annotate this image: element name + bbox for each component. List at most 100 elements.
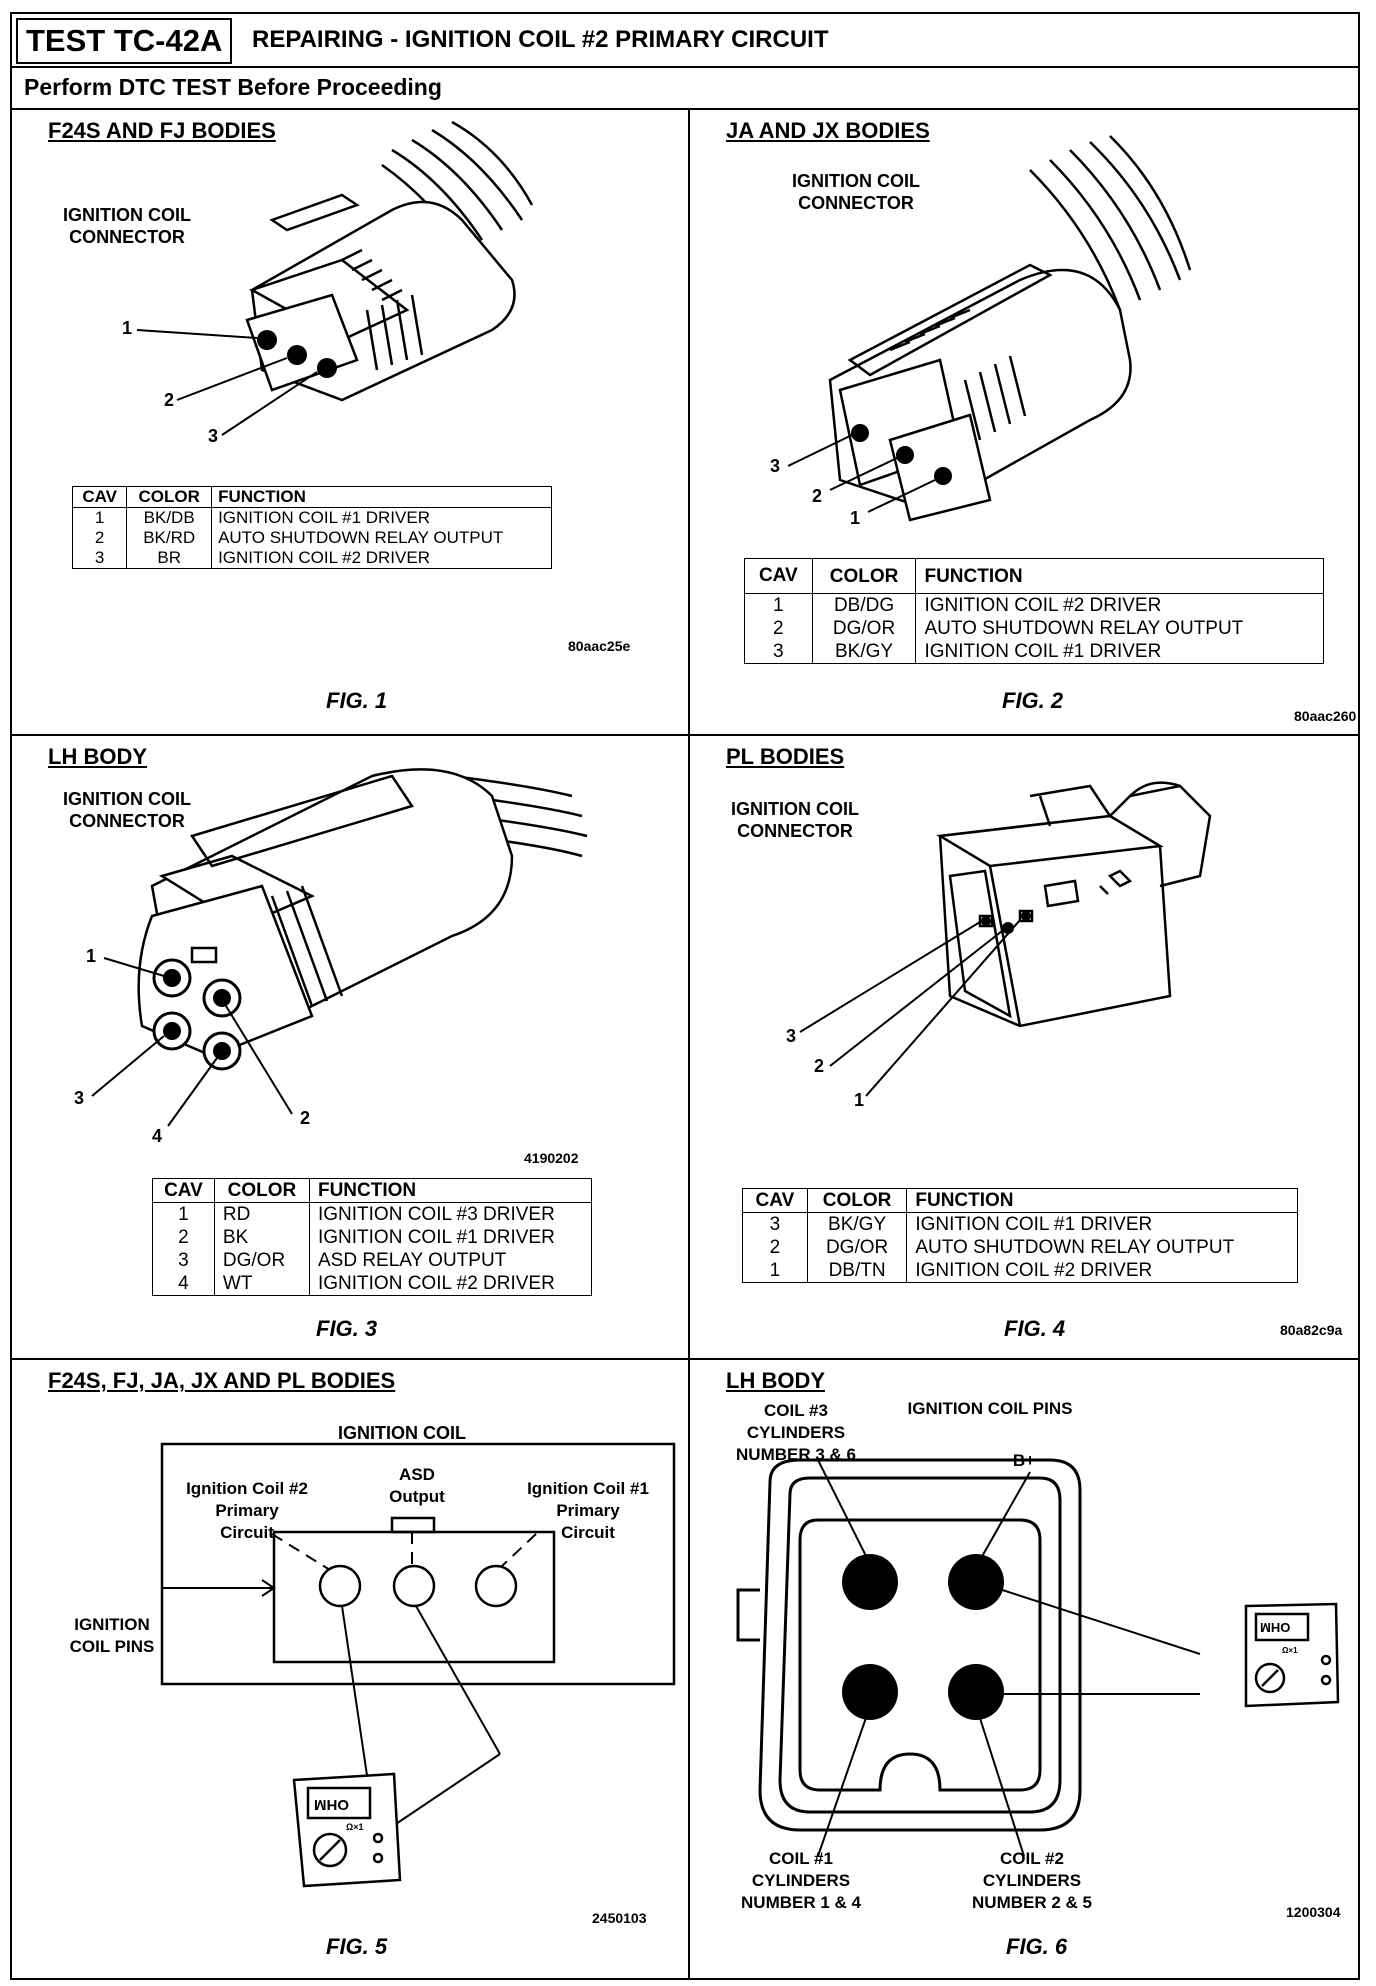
table-row: 3 DG/OR ASD RELAY OUTPUT	[152, 1249, 593, 1272]
cell-cav: 3	[744, 640, 813, 664]
cell-cav: 3	[71, 548, 128, 569]
header-cav: CAV	[742, 1188, 808, 1213]
fig5-caption: FIG. 5	[326, 1934, 388, 1959]
fig6-ohmmeter	[1244, 1602, 1340, 1708]
table-row: 2 BK IGNITION COIL #1 DRIVER	[152, 1226, 593, 1249]
fig2-cavity-table: CAV COLOR FUNCTION 1 DB/DG IGNITION COIL…	[744, 558, 1324, 664]
header-cav: CAV	[744, 558, 813, 594]
cell-color: DB/DG	[811, 593, 917, 617]
fig5-meter-range: Ω×1	[346, 1822, 364, 1832]
cell-color: BK/GY	[806, 1212, 908, 1236]
fig2-title: JA AND JX BODIES	[726, 118, 930, 143]
table-row: 2 BK/RD AUTO SHUTDOWN RELAY OUTPUT	[71, 528, 552, 548]
header-function: FUNCTION	[308, 1178, 593, 1203]
header-function: FUNCTION	[906, 1188, 1298, 1213]
cell-cav: 4	[152, 1272, 215, 1296]
cell-function: IGNITION COIL #3 DRIVER	[308, 1202, 593, 1226]
fig5-image-code: 2450103	[592, 1910, 647, 1926]
fig4-connector-drawing	[799, 781, 1212, 1097]
cell-cav: 1	[152, 1202, 215, 1226]
cell-function: AUTO SHUTDOWN RELAY OUTPUT	[906, 1236, 1298, 1259]
cell-color: RD	[213, 1202, 310, 1226]
fig1-panel: F24S AND FJ BODIES IGNITION COIL CONNECT…	[12, 110, 686, 734]
fig6-meter-range: Ω×1	[1282, 1646, 1298, 1655]
cell-function: AUTO SHUTDOWN RELAY OUTPUT	[915, 617, 1324, 640]
header-color: COLOR	[806, 1188, 908, 1213]
fig2-image-code: 80aac260	[1294, 708, 1357, 724]
cell-function: IGNITION COIL #1 DRIVER	[915, 640, 1324, 664]
cell-function: IGNITION COIL #2 DRIVER	[308, 1272, 593, 1296]
fig1-title: F24S AND FJ BODIES	[48, 118, 276, 143]
cell-function: IGNITION COIL #1 DRIVER	[308, 1226, 593, 1249]
fig1-pin-2-label: 2	[164, 390, 175, 410]
header-cav: CAV	[152, 1178, 215, 1203]
fig3-connector-label: IGNITION COIL CONNECTOR	[63, 789, 191, 831]
fig3-image-code: 4190202	[524, 1150, 579, 1166]
fig6-title: LH BODY	[726, 1368, 825, 1393]
fig3-connector-drawing	[91, 768, 588, 1127]
page-title: REPAIRING - IGNITION COIL #2 PRIMARY CIR…	[252, 26, 829, 53]
cell-color: DB/TN	[806, 1259, 908, 1283]
table-row: 1 DB/TN IGNITION COIL #2 DRIVER	[742, 1259, 1298, 1283]
cell-color: BK/RD	[126, 528, 213, 548]
cell-function: ASD RELAY OUTPUT	[308, 1249, 593, 1272]
table-row: 3 BR IGNITION COIL #2 DRIVER	[71, 548, 552, 569]
table-row: 2 DG/OR AUTO SHUTDOWN RELAY OUTPUT	[744, 617, 1324, 640]
header-color: COLOR	[811, 558, 917, 594]
fig2-pin-2-label: 2	[812, 486, 823, 506]
cell-function: IGNITION COIL #2 DRIVER	[211, 548, 552, 569]
fig5-coil1-label: Ignition Coil #1 Primary Circuit	[527, 1479, 649, 1542]
header-color: COLOR	[126, 486, 213, 508]
fig1-pin-3-label: 3	[208, 426, 219, 446]
table-row: 1 RD IGNITION COIL #3 DRIVER	[152, 1202, 593, 1226]
cell-function: IGNITION COIL #2 DRIVER	[915, 593, 1324, 617]
header-bar: TEST TC-42A REPAIRING - IGNITION COIL #2…	[12, 14, 1358, 68]
fig2-connector-label: IGNITION COIL CONNECTOR	[792, 171, 920, 213]
cell-cav: 3	[742, 1212, 808, 1236]
fig1-pin-1-label: 1	[122, 318, 133, 338]
fig5-pins-label: IGNITION COIL PINS	[69, 1615, 155, 1656]
cell-color: BK/DB	[126, 507, 213, 528]
table-row: 3 BK/GY IGNITION COIL #1 DRIVER	[744, 640, 1324, 664]
fig4-pin-1-label: 1	[854, 1090, 865, 1110]
fig6-pin-drawing	[736, 1458, 1340, 1857]
cell-cav: 1	[742, 1259, 808, 1283]
fig6-panel: LH BODY IGNITION COIL PINS COIL #3 CYLIN…	[690, 1360, 1364, 1984]
page-subtitle: Perform DTC TEST Before Proceeding	[12, 68, 1358, 110]
table-row: 4 WT IGNITION COIL #2 DRIVER	[152, 1272, 593, 1296]
fig3-pin-3-label: 3	[74, 1088, 85, 1108]
cell-cav: 2	[152, 1226, 215, 1249]
fig2-pin-1-label: 1	[850, 508, 861, 528]
table-row: 1 BK/DB IGNITION COIL #1 DRIVER	[71, 507, 552, 528]
fig1-connector-drawing	[136, 120, 534, 436]
procedure-sheet: TEST TC-42A REPAIRING - IGNITION COIL #2…	[10, 12, 1360, 1980]
header-color: COLOR	[213, 1178, 310, 1203]
fig4-title: PL BODIES	[726, 744, 845, 769]
fig5-coil-drawing	[160, 1442, 676, 1888]
fig3-pin-4-label: 4	[152, 1126, 163, 1146]
cell-cav: 2	[744, 617, 813, 640]
table-row: 3 BK/GY IGNITION COIL #1 DRIVER	[742, 1212, 1298, 1236]
cell-color: BK	[213, 1226, 310, 1249]
column-divider	[688, 110, 690, 1978]
row-divider-1	[12, 734, 1358, 736]
table-header-row: CAV COLOR FUNCTION	[744, 558, 1324, 594]
table-row: 1 DB/DG IGNITION COIL #2 DRIVER	[744, 593, 1324, 617]
table-header-row: CAV COLOR FUNCTION	[742, 1188, 1298, 1213]
fig3-cavity-table: CAV COLOR FUNCTION 1 RD IGNITION COIL #3…	[152, 1178, 593, 1296]
fig6-pins-label: IGNITION COIL PINS	[907, 1399, 1073, 1418]
fig1-cavity-table: CAV COLOR FUNCTION 1 BK/DB IGNITION COIL…	[71, 486, 552, 569]
fig2-panel: JA AND JX BODIES IGNITION COIL CONNECTOR	[690, 110, 1364, 734]
cell-cav: 1	[71, 507, 128, 528]
test-id: TEST TC-42A	[16, 18, 233, 64]
cell-color: DG/OR	[811, 617, 917, 640]
cell-color: BK/GY	[811, 640, 917, 664]
cell-function: IGNITION COIL #1 DRIVER	[211, 507, 552, 528]
fig2-caption: FIG. 2	[1002, 688, 1064, 713]
fig4-connector-label: IGNITION COIL CONNECTOR	[731, 799, 859, 841]
cell-color: DG/OR	[213, 1249, 310, 1272]
cell-color: BR	[126, 548, 213, 569]
cell-function: IGNITION COIL #2 DRIVER	[906, 1259, 1298, 1283]
cell-color: DG/OR	[806, 1236, 908, 1259]
fig4-cavity-table: CAV COLOR FUNCTION 3 BK/GY IGNITION COIL…	[742, 1188, 1298, 1283]
